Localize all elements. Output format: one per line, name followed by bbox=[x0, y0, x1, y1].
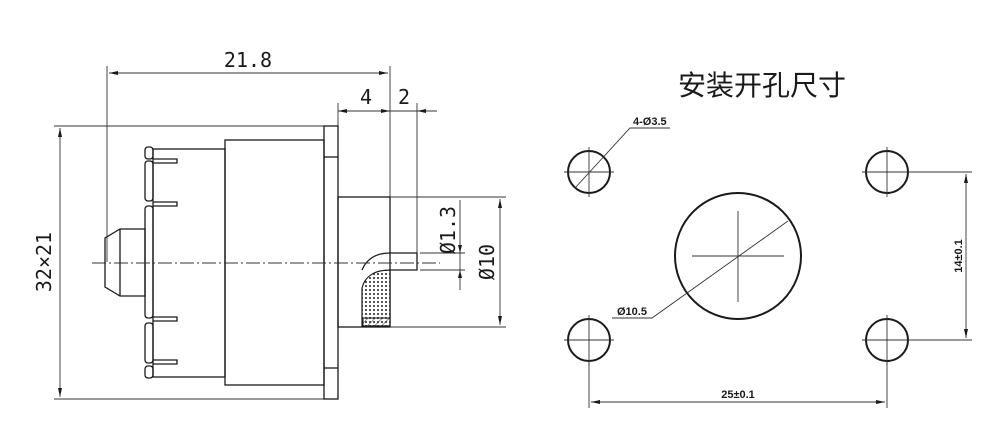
switch-body bbox=[104, 125, 418, 400]
hole-leader: 4-Ø3.5 bbox=[574, 116, 670, 189]
body-size-dim-label: 32×21 bbox=[32, 232, 56, 292]
flange-dim-label: 4 bbox=[360, 85, 372, 109]
mounting-hole bbox=[564, 147, 614, 197]
back-button-shape bbox=[104, 228, 146, 297]
vertical-spacing-label: 14±0.1 bbox=[953, 239, 965, 273]
length-dimension: 21.8 bbox=[106, 48, 391, 262]
mounting-hole bbox=[862, 147, 912, 197]
shaft-dia-dim-label: Ø10 bbox=[475, 244, 499, 280]
knurled-section bbox=[361, 269, 391, 327]
horizontal-spacing-dimension: 25±0.1 bbox=[588, 362, 888, 408]
cutout-title: 安装开孔尺寸 bbox=[678, 69, 846, 102]
hole-label: 4-Ø3.5 bbox=[633, 116, 667, 128]
center-hole-leader: Ø10.5 bbox=[612, 220, 789, 319]
shaft-dia-dimension: Ø10 bbox=[390, 196, 506, 328]
knob bbox=[390, 252, 418, 271]
side-view: 21.8 4 2 32×21 bbox=[32, 48, 506, 400]
panel-cutout: 安装开孔尺寸 bbox=[564, 69, 972, 408]
center-hole bbox=[674, 192, 802, 320]
small-dia-dim-label: Ø1.3 bbox=[436, 206, 460, 254]
center-hole-label: Ø10.5 bbox=[617, 306, 647, 318]
horizontal-spacing-label: 25±0.1 bbox=[721, 389, 755, 401]
length-dim-label: 21.8 bbox=[224, 48, 272, 72]
knob-dim-label: 2 bbox=[398, 85, 410, 109]
mounting-holes bbox=[564, 147, 912, 365]
flange-knob-dimension: 4 2 bbox=[337, 85, 437, 253]
mounting-hole bbox=[862, 315, 912, 365]
small-dia-dimension: Ø1.3 bbox=[420, 200, 465, 290]
body-size-dimension: 32×21 bbox=[32, 125, 330, 400]
terminal-pins bbox=[153, 158, 178, 365]
mounting-hole bbox=[564, 315, 614, 365]
vertical-spacing-dimension: 14±0.1 bbox=[910, 171, 972, 341]
